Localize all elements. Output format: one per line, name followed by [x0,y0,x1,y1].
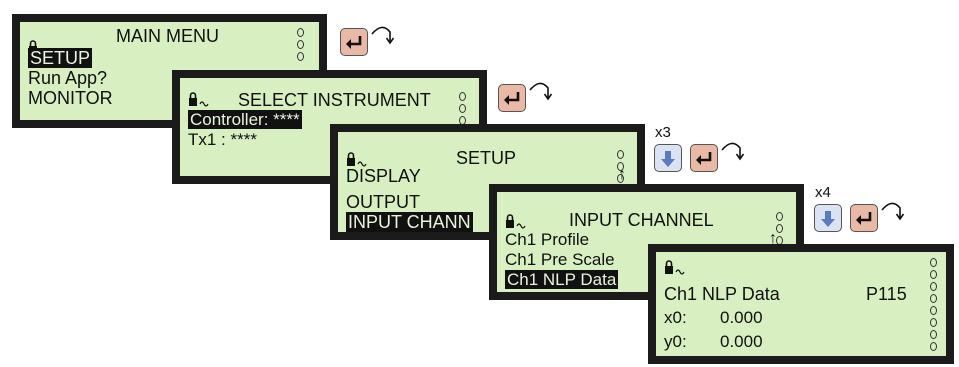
indicator-dot-icon [459,104,466,113]
parameter-label: Ch1 NLP Data [664,284,780,304]
indicator-dot-icon [776,224,783,233]
lock-icon [664,260,685,275]
indicator-dot-icon [930,306,937,315]
enter-key[interactable] [690,144,718,172]
repeat-count: x4 [815,184,831,201]
menu-item-input-channel[interactable]: INPUT CHANN [346,212,473,232]
indicator-dot-icon [776,212,783,221]
enter-key[interactable] [850,204,878,232]
down-key[interactable] [814,204,842,232]
enter-key[interactable] [340,28,368,56]
screen-title: INPUT CHANNEL [569,210,714,230]
screen-title: SETUP [456,148,517,168]
enter-key[interactable] [498,84,526,112]
indicator-dot-icon [617,174,624,183]
down-arrow-key-icon [821,211,835,227]
up-arrow-icon: ↑ [769,230,777,247]
curved-arrow-icon [529,82,553,100]
enter-key-icon [694,150,712,167]
enter-key-icon [344,34,362,51]
indicator-dot-icon [930,282,937,291]
screen-title: MAIN MENU [116,26,219,46]
repeat-count: x3 [655,124,671,141]
menu-item-ch1-nlp-data[interactable]: Ch1 NLP Data [505,270,619,289]
curved-arrow-icon [371,26,395,44]
field-x0-value[interactable]: 0.000 [720,308,763,327]
menu-item-ch1-profile[interactable]: Ch1 Profile [505,230,590,249]
enter-key-icon [502,90,520,107]
indicator-dots [459,92,467,128]
curved-arrow-icon [721,142,745,160]
menu-item-controller[interactable]: Controller: **** [188,110,302,129]
indicator-dot-icon [930,318,937,327]
menu-item-monitor[interactable]: MONITOR [28,88,113,108]
indicator-dot-icon [930,342,937,351]
enter-key-icon [854,210,872,227]
field-y0-value[interactable]: 0.000 [720,332,763,351]
menu-item-ch1-pre-scale[interactable]: Ch1 Pre Scale [505,250,615,269]
indicator-dot-icon [297,52,304,61]
indicator-dot-icon [617,150,624,159]
indicator-dots [617,150,625,186]
menu-item-setup[interactable]: SETUP [28,48,93,68]
menu-item-tx1[interactable]: Tx1 : **** [188,130,257,149]
lcd-screen-nlp-data: Ch1 NLP Data P115 x0: 0.000 y0: 0.000 [648,244,954,364]
menu-item-run-app[interactable]: Run App? [28,68,108,88]
curved-arrow-icon [881,202,905,220]
menu-item-display[interactable]: DISPLAY [346,166,421,186]
indicator-dot-icon [930,270,937,279]
indicator-dot-icon [930,294,937,303]
indicator-dot-icon [617,162,624,171]
indicator-dot-icon [297,40,304,49]
indicator-dots [776,212,784,248]
field-y0-label: y0: [664,332,687,351]
indicator-dot-icon [297,28,304,37]
down-key[interactable] [654,144,682,172]
parameter-code: P115 [866,284,907,304]
screen-title: SELECT INSTRUMENT [238,90,431,110]
indicator-dot-icon [459,92,466,101]
lcd-screen-setup: SETUP DISPLAY OUTPUT INPUT CHANN ↑ [330,124,645,240]
down-arrow-key-icon [661,151,675,167]
indicator-dot-icon [930,258,937,267]
lock-icon [505,214,526,229]
indicator-dot-icon [930,330,937,339]
indicator-dots [297,28,305,64]
indicator-dots [930,258,938,354]
menu-item-output[interactable]: OUTPUT [346,192,420,212]
lock-icon [188,92,209,107]
field-x0-label: x0: [664,308,687,327]
